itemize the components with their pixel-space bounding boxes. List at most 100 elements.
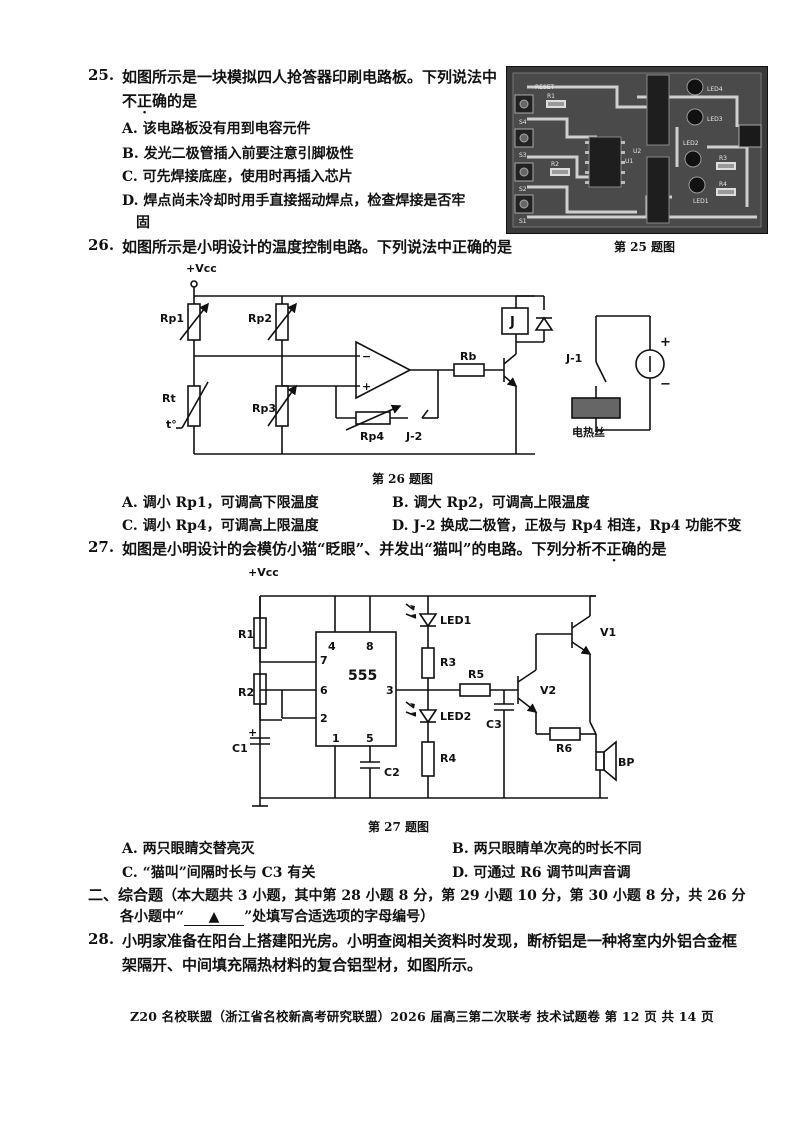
- pcb-label-s4: S4: [519, 119, 527, 126]
- q26-label-rp1: Rp1: [160, 312, 184, 325]
- pcb-label-u1: U1: [625, 158, 633, 165]
- section2-line2-b: ”处填写合适选项的字母编号）: [244, 909, 435, 925]
- q27-option-a: A. 两只眼睛交替亮灭: [122, 841, 255, 857]
- q27-label-r4: R4: [440, 752, 456, 765]
- q26-label-j1: J-1: [565, 352, 582, 365]
- q26-stem: 如图所示是小明设计的温度控制电路。下列说法中正确的是: [122, 238, 513, 256]
- q25-option-d: D. 焊点尚未冷却时用手直接摇动焊点，检查焊接是否牢: [122, 193, 466, 209]
- q27-label-pin5: 5: [366, 732, 374, 745]
- q26-label-vcc: +Vcc: [186, 262, 217, 275]
- q26-caption: 第 26 题图: [372, 472, 434, 486]
- pcb-label-led2: LED2: [683, 140, 699, 147]
- chip-u2-bottom: [646, 156, 670, 224]
- q27-label-v1: V1: [600, 626, 616, 639]
- pcb-label-s1: S1: [519, 218, 527, 225]
- q25-option-a: A. 该电路板没有用到电容元件: [122, 121, 311, 137]
- q27-label-c2: C2: [384, 766, 400, 779]
- pcb-label-reset: RESET: [535, 84, 555, 91]
- q26-label-t: t°: [166, 418, 177, 431]
- pcb-label-s3: S3: [519, 152, 527, 159]
- q27-label-c1: C1: [232, 742, 248, 755]
- q26-number: 26.: [88, 236, 115, 254]
- q27-stem: 如图是小明设计的会模仿小猫“眨眼”、并发出“猫叫”的电路。下列分析不正确的是: [122, 538, 667, 559]
- pcb-photo: RESET S4 S3 S2 S1 U1 U2 LED4 LED3 LED2 L…: [506, 66, 768, 234]
- q27-label-pin1: 1: [332, 732, 340, 745]
- q26-option-d: D. J-2 换成二极管，正极与 Rp4 相连，Rp4 功能不变: [392, 518, 742, 534]
- q26-label-rt: Rt: [162, 392, 176, 405]
- q26-label-src-plus: +: [660, 335, 671, 350]
- q26-label-rp3: Rp3: [252, 402, 276, 415]
- q26-option-b: B. 调大 Rp2，可调高上限温度: [392, 495, 590, 511]
- q27-number: 27.: [88, 538, 115, 556]
- q26-label-minus-in: −: [362, 350, 371, 363]
- pcb-label-led4: LED4: [707, 86, 723, 93]
- pcb-label-r3: R3: [719, 155, 727, 162]
- q27-label-pin6: 6: [320, 684, 328, 697]
- pcb-label-u2: U2: [633, 148, 641, 155]
- section2-title: 二、综合题: [88, 886, 164, 904]
- q27-label-pin8: 8: [366, 640, 374, 653]
- q26-label-plus-in: +: [362, 380, 371, 393]
- pcb-label-led3: LED3: [707, 116, 723, 123]
- q27-option-b: B. 两只眼睛单次亮的时长不同: [452, 841, 642, 857]
- answer-blank: ▲: [184, 909, 245, 926]
- pcb-label-s2: S2: [519, 186, 527, 193]
- q27-label-pin4: 4: [328, 640, 336, 653]
- triangle-icon: ▲: [208, 909, 220, 925]
- q27-label-c1-plus: +: [248, 726, 257, 739]
- q27-label-r2: R2: [238, 686, 254, 699]
- q25-stem-dotted: 不正确: [122, 92, 167, 110]
- q27-label-r6: R6: [556, 742, 572, 755]
- q27-stem-part1: 如图是小明设计的会模仿小猫“眨眼”、并发出“猫叫”的电路。下列分析: [122, 540, 592, 558]
- q25-option-b: B. 发光二极管插入前要注意引脚极性: [122, 146, 354, 162]
- q28-line2: 架隔开、中间填充隔热材料的复合铝型材，如图所示。: [122, 956, 483, 974]
- section2-instruction: 各小题中“ ▲ ”处填写合适选项的字母编号）: [120, 906, 434, 926]
- section2-line2-a: 各小题中“: [120, 909, 185, 925]
- q27-label-pin7: 7: [320, 654, 328, 667]
- q25-option-d-cont: 固: [136, 215, 150, 231]
- q25-number: 25.: [88, 66, 115, 84]
- q26-label-j2: J-2: [405, 430, 422, 443]
- q27-label-pin3: 3: [386, 684, 394, 697]
- q27-label-v2: V2: [540, 684, 556, 697]
- q25-stem-line1: 如图所示是一块模拟四人抢答器印刷电路板。下列说法中: [122, 68, 498, 86]
- q26-label-rp4: Rp4: [360, 430, 384, 443]
- q26-option-a: A. 调小 Rp1，可调高下限温度: [122, 495, 319, 511]
- q27-label-led1: LED1: [440, 614, 471, 627]
- q25-caption: 第 25 题图: [614, 240, 676, 254]
- q27-label-pin2: 2: [320, 712, 328, 725]
- q26-label-heater: 电热丝: [572, 425, 605, 439]
- page-footer: Z20 名校联盟（浙江省名校新高考研究联盟）2026 届高三第二次联考 技术试题…: [130, 1009, 714, 1024]
- q27-stem-part2: 的是: [636, 540, 667, 558]
- q26-label-j: J: [509, 315, 515, 330]
- q27-label-555: 555: [348, 668, 377, 684]
- q26-label-src-minus: −: [660, 377, 671, 392]
- pcb-label-led1: LED1: [693, 198, 709, 205]
- q28-line1: 小明家准备在阳台上搭建阳光房。小明查阅相关资料时发现，断桥铝是一种将室内外铝合金…: [122, 932, 738, 950]
- q25-stem-rest: 的是: [167, 92, 198, 110]
- q26-label-rp2: Rp2: [248, 312, 272, 325]
- q28-number: 28.: [88, 930, 115, 948]
- section2-desc: （本大题共 3 小题，其中第 28 小题 8 分，第 29 小题 10 分，第 …: [163, 888, 746, 904]
- q27-label-r3: R3: [440, 656, 456, 669]
- section2-heading: 二、综合题（本大题共 3 小题，其中第 28 小题 8 分，第 29 小题 10…: [88, 884, 746, 905]
- q27-circuit: +Vcc R1 R2 C1 + 555 4 8 7 6 2 3 1 5 C2 L…: [232, 566, 634, 807]
- q25-stem-line2: 不正确的是: [122, 90, 197, 111]
- q27-stem-dotted: 不正确: [592, 540, 637, 558]
- pcb-drawing: RESET S4 S3 S2 S1 U1 U2 LED4 LED3 LED2 L…: [507, 67, 767, 233]
- q26-circuit: +Vcc Rp1 Rp2 Rt t° Rp3 Rp4 J-2 Rb J J-1 …: [160, 262, 671, 455]
- q27-label-led2: LED2: [440, 710, 471, 723]
- q27-caption: 第 27 题图: [368, 820, 430, 834]
- q27-label-vcc: +Vcc: [248, 566, 279, 579]
- q27-label-c3: C3: [486, 718, 502, 731]
- pcb-label-r1: R1: [547, 93, 555, 100]
- q26-option-c: C. 调小 Rp4，可调高上限温度: [122, 518, 319, 534]
- q27-option-c: C. “猫叫”间隔时长与 C3 有关: [122, 865, 316, 881]
- chip-u2-top: [646, 74, 670, 146]
- chip-u1: [588, 136, 622, 188]
- q27-label-bp: BP: [618, 756, 634, 769]
- q27-label-r5: R5: [468, 668, 484, 681]
- q26-label-rb: Rb: [460, 350, 476, 363]
- q27-label-r1: R1: [238, 628, 254, 641]
- pcb-label-r4: R4: [719, 181, 727, 188]
